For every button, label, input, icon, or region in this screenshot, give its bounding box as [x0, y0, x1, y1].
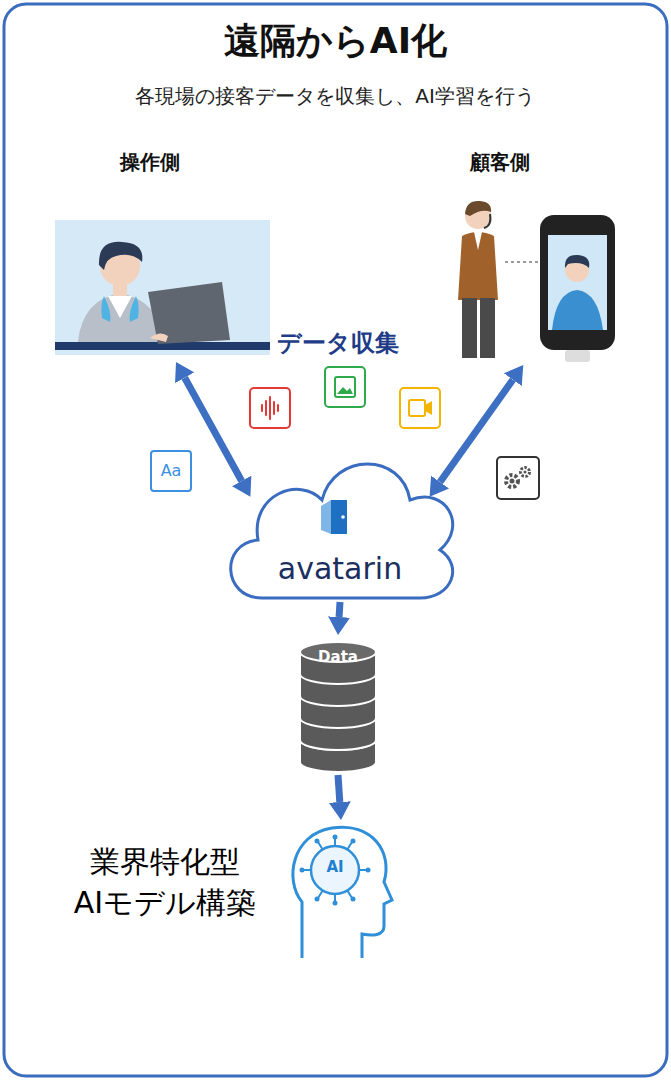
customer-figure: 顧客側: [440, 150, 625, 365]
node-text: avatarin: [228, 550, 452, 588]
connector-arrow: [185, 378, 242, 481]
operator-figure-outline: [55, 150, 275, 362]
node-text: 顧客側: [440, 150, 560, 175]
connector-arrow: [338, 775, 340, 802]
gear-icon: [497, 457, 539, 499]
connector-arrow: [440, 380, 513, 482]
node-text: 操作側: [55, 150, 245, 175]
node-caption: 業界特化型 AIモデル構築: [45, 842, 285, 923]
database-shape: Data: [298, 635, 378, 775]
operator-figure: 操作側: [55, 150, 275, 362]
node-text: Data: [298, 648, 378, 667]
ai-head-shape: AI業界特化型 AIモデル構築: [295, 820, 387, 965]
node-text: AI: [315, 858, 355, 877]
image-icon: [325, 367, 365, 407]
customer-figure-outline: [440, 150, 625, 365]
audio-icon: [250, 388, 290, 428]
label-text: 各現場の接客データを収集し、AI学習を行う: [35, 84, 635, 109]
cloud-shape: avatarin: [228, 440, 452, 602]
outer-frame: [4, 4, 667, 1076]
connector-arrow: [336, 602, 344, 617]
icon-label: Aa: [150, 450, 192, 492]
video-icon: [400, 388, 440, 428]
title: 遠隔からAI化: [20, 18, 651, 63]
ai-head-shape-outline: [295, 820, 387, 965]
